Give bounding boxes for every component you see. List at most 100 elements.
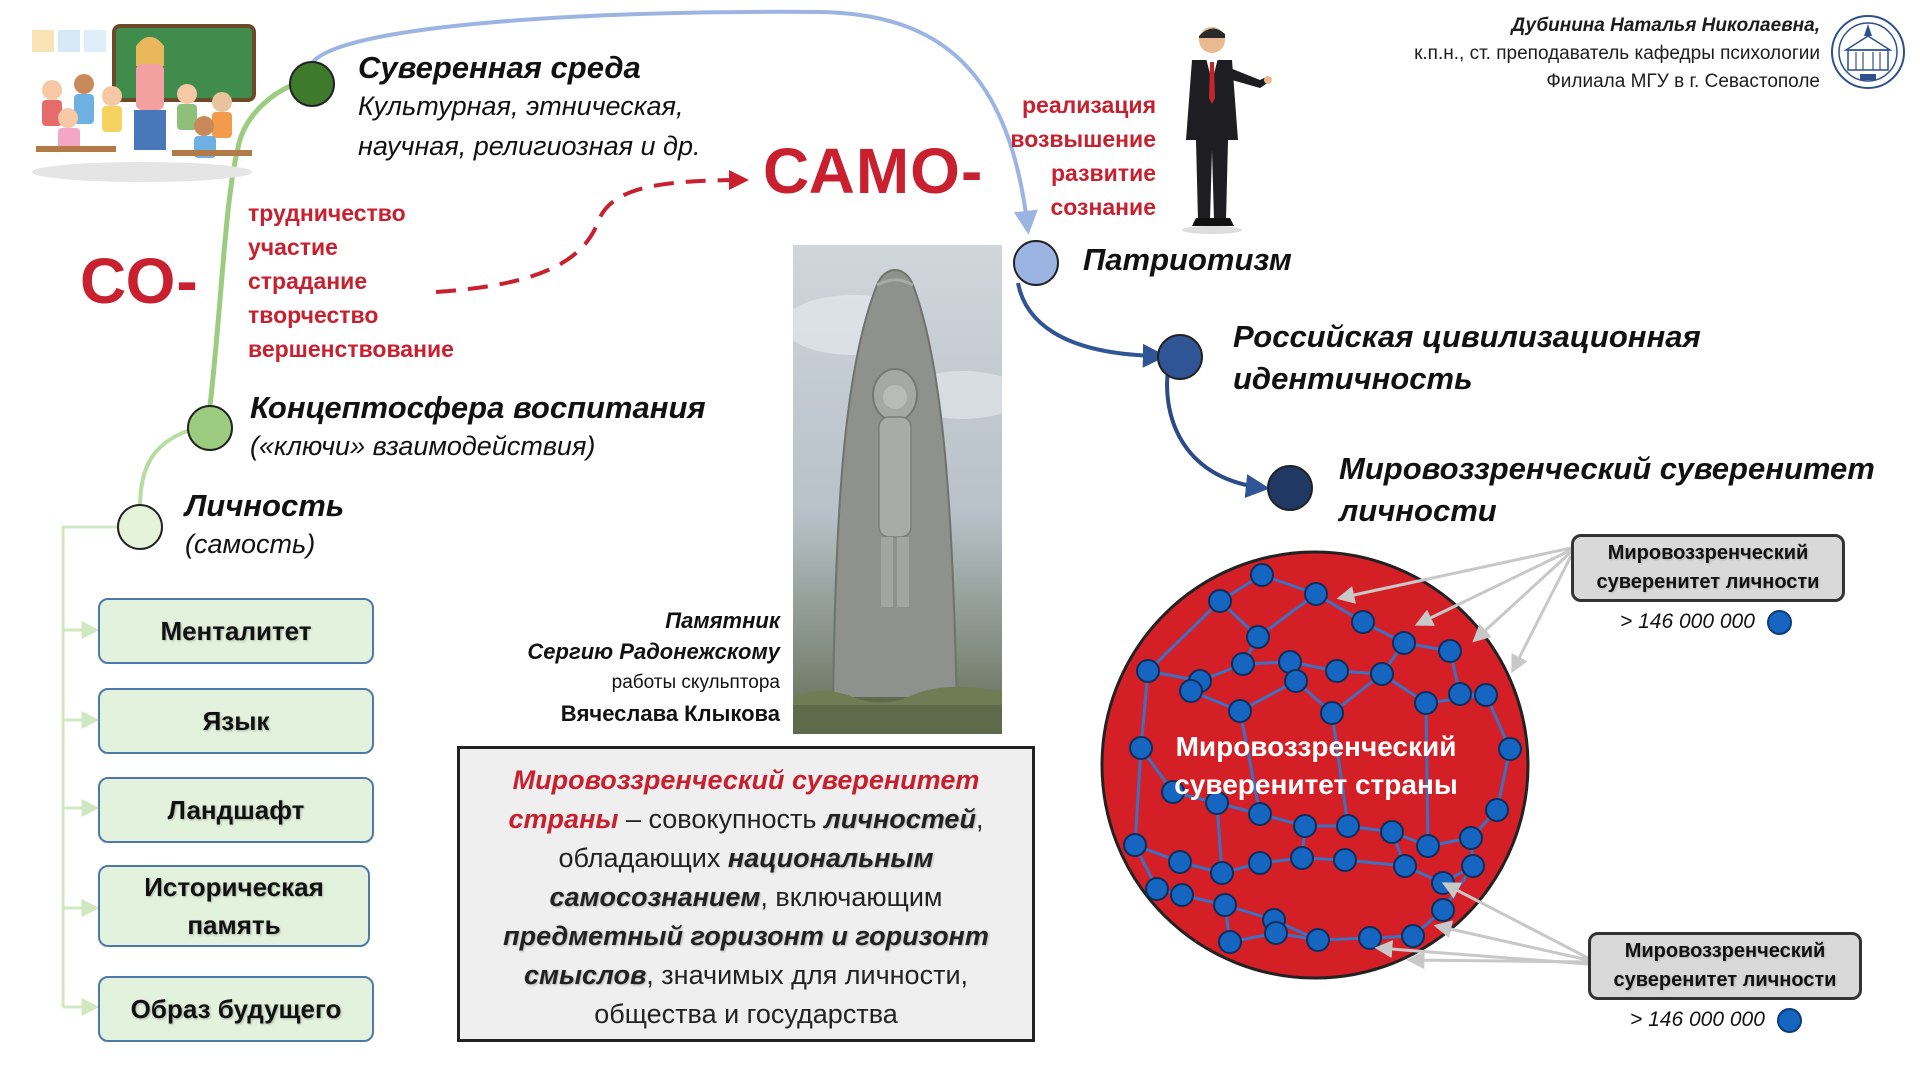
network-link [1146, 599, 1222, 673]
network-link [1238, 710, 1262, 815]
person-node [1246, 625, 1270, 649]
definition-emphasis: национальным самосознанием [549, 843, 934, 912]
person-node [1431, 871, 1455, 895]
co-list: трудничество участие страдание творчеств… [248, 196, 454, 366]
person-node [1485, 798, 1509, 822]
person-node [1351, 610, 1375, 634]
country-circle [1100, 550, 1530, 980]
node-identichnost-title1: Российская цивилизационная [1233, 319, 1701, 354]
node-lichnost: Личность (самость) [185, 488, 344, 564]
person-network [1123, 563, 1522, 954]
node-identichnost: Российская цивилизационная идентичность [1233, 316, 1701, 400]
person-node [1333, 848, 1357, 872]
person-node [1459, 826, 1483, 850]
definition-emphasis: предметный горизонт и горизонт смыслов [503, 921, 989, 990]
network-link [1257, 592, 1317, 639]
country-label-line2: суверенитет страны [1174, 769, 1458, 800]
person-node [1264, 921, 1288, 945]
definition-term: Мировоззренческий суверенитет страны [508, 765, 980, 834]
person-node [1170, 883, 1194, 907]
classroom-illustration [32, 24, 256, 182]
person-node [1208, 589, 1232, 613]
network-link [1330, 712, 1350, 827]
count-value: > 146 000 000 [1630, 1008, 1765, 1032]
person-dot-icon [1776, 1008, 1802, 1033]
node-circle-konceptosfera [187, 405, 233, 451]
caption-line3: работы скульптора [611, 672, 780, 693]
person-node [1461, 854, 1485, 878]
node-circle-identichnost [1157, 334, 1203, 380]
person-node [1179, 679, 1203, 703]
connector-sreda-patriotizm [308, 9, 1038, 235]
node-circle-sreda [289, 61, 335, 107]
author-affiliation: Филиала МГУ в г. Севастополе [1546, 71, 1820, 92]
co-list-item: участие [248, 234, 338, 260]
person-node [1431, 898, 1455, 922]
node-lichnost-title: Личность [185, 488, 345, 523]
country-circle-label: Мировоззренческий суверенитет страны [1146, 728, 1486, 804]
node-sreda: Суверенная среда Культурная, этническая,… [358, 50, 700, 166]
person-node [1414, 691, 1438, 715]
person-node [1228, 699, 1252, 723]
caption-line4: Вячеслава Клыкова [560, 701, 780, 726]
side-box-bottom-count: > 146 000 000 [1630, 1008, 1802, 1033]
co-list-item: вершенствование [248, 336, 454, 362]
person-node [1145, 877, 1169, 901]
person-node [1210, 861, 1234, 885]
node-lichnost-sub: (самость) [185, 529, 316, 559]
definition-text: , включающим [760, 882, 943, 912]
person-node [1213, 893, 1237, 917]
node-circle-lichnost [117, 504, 163, 550]
pillar-obraz-budushchego: Образ будущего [98, 976, 374, 1042]
person-node [1448, 682, 1472, 706]
person-node [1498, 737, 1522, 761]
pillar-istoricheskaya-pamyat: Историческая память [98, 865, 370, 947]
node-circle-patriotizm [1013, 240, 1059, 286]
country-label-line1: Мировоззренческий [1175, 731, 1457, 762]
monument-shape [793, 269, 1002, 734]
author-position: к.п.н., ст. преподаватель кафедры психол… [1414, 43, 1820, 64]
side-box-bottom-line2: суверенитет личности [1613, 969, 1837, 991]
monument-caption: Памятник Сергию Радонежскому работы скул… [470, 605, 780, 729]
connector-identichnost-suverenitet [1165, 369, 1270, 499]
businessman-figure [1182, 27, 1272, 234]
prefix-co: СО- [80, 245, 199, 317]
definition-box: Мировоззренческий суверенитет страны – с… [457, 746, 1035, 1042]
pillar-yazyk: Язык [98, 688, 374, 754]
person-node [1304, 582, 1328, 606]
person-node [1250, 563, 1274, 587]
person-node [1306, 928, 1330, 952]
pillars-bracket [61, 525, 122, 1016]
side-box-top: Мировоззренческий суверенитет личности [1571, 534, 1845, 602]
person-node [1136, 659, 1160, 683]
definition-text: , значимых для личности, общества и госу… [594, 960, 969, 1029]
definition-text: – совокупность [618, 804, 824, 834]
samo-list: реализация возвышение развитие сознание [960, 88, 1156, 224]
person-node [1290, 846, 1314, 870]
node-suverenitet-title2: личности [1339, 493, 1497, 528]
pillar-landshaft: Ландшафт [98, 777, 374, 843]
person-node [1293, 814, 1317, 838]
author-block: Дубинина Наталья Николаевна, к.п.н., ст.… [1120, 12, 1820, 96]
person-node [1336, 814, 1360, 838]
node-konceptosfera-title: Концептосфера воспитания [250, 390, 706, 425]
samo-list-item: возвышение [1010, 126, 1156, 152]
co-list-item: страдание [248, 268, 368, 294]
caption-line1: Памятник [665, 608, 780, 633]
node-konceptosfera: Концептосфера воспитания («ключи» взаимо… [250, 390, 706, 466]
person-node [1325, 659, 1349, 683]
node-sreda-title: Суверенная среда [358, 50, 641, 85]
network-link [1424, 702, 1430, 847]
connector-co-samo [435, 170, 749, 294]
person-node [1401, 924, 1425, 948]
co-list-item: трудничество [248, 200, 406, 226]
connector-patriotizm-identichnost [1016, 282, 1167, 368]
person-node [1205, 791, 1229, 815]
node-patriotizm-title: Патриотизм [1083, 242, 1292, 277]
node-identichnost-title2: идентичность [1233, 361, 1473, 396]
msu-seal [1831, 15, 1905, 89]
side-box-bottom: Мировоззренческий суверенитет личности [1588, 932, 1862, 1000]
node-suverenitet-title1: Мировоззренческий суверенитет [1339, 451, 1875, 486]
prefix-samo: САМО- [763, 135, 984, 207]
person-node [1320, 701, 1344, 725]
